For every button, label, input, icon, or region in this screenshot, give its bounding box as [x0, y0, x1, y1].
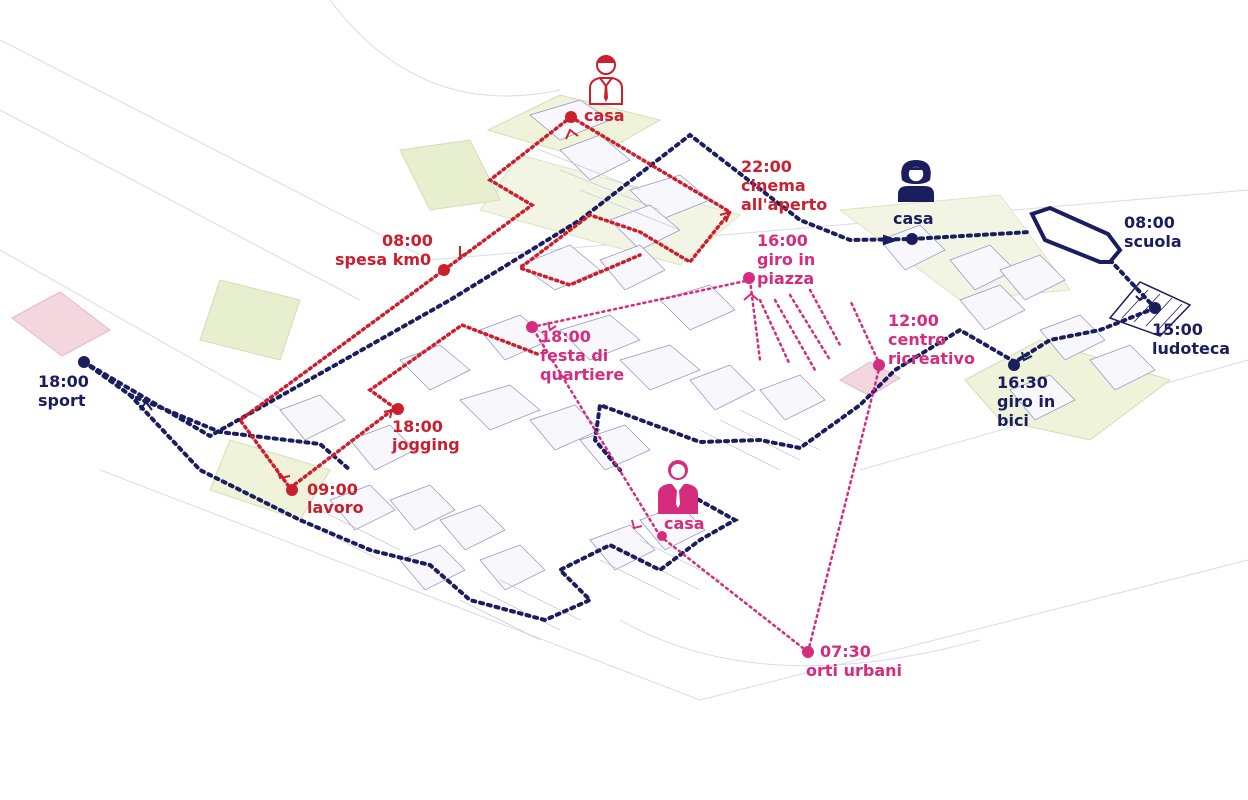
pink-1800-line3: quartiere [540, 365, 625, 384]
navy-stop-dots [78, 233, 1161, 371]
navy-routes [82, 132, 1157, 623]
ludoteca-hatch [1121, 289, 1183, 331]
navy-casa-label: casa [893, 209, 934, 228]
pink-1600-time: 16:00 [757, 231, 808, 250]
pink-stop-dots [526, 272, 885, 658]
red-dot-spesa [438, 264, 450, 276]
navy-1500-time: 15:00 [1152, 320, 1203, 339]
pink-casa-label: casa [664, 514, 705, 533]
red-dot-lavoro [286, 484, 298, 496]
navy-1630-line3: bici [997, 411, 1029, 430]
red-0900-time: 09:00 [307, 480, 358, 499]
man-with-tie-icon [658, 460, 698, 514]
navy-dot-casa [906, 233, 918, 245]
navy-1500-place: ludoteca [1152, 339, 1231, 358]
pink-1800-line2: festa di [540, 346, 609, 365]
pink-1600-line3: piazza [757, 269, 815, 288]
pink-1200-line3: ricreativo [888, 349, 975, 368]
woman-icon [898, 160, 934, 202]
pink-1600-line2: giro in [757, 250, 816, 269]
red-2200-line3: all'aperto [741, 195, 828, 214]
pink-dot-casa [657, 531, 667, 541]
pink-routes [530, 278, 882, 654]
red-2200-time: 22:00 [741, 157, 792, 176]
red-0800-time: 08:00 [382, 231, 433, 250]
navy-1630-time: 16:30 [997, 373, 1048, 392]
pink-0730-time: 07:30 [820, 642, 871, 661]
red-0800-place: spesa km0 [335, 250, 432, 269]
red-1800-place: jogging [392, 435, 460, 454]
pink-1200-line2: centro [888, 330, 947, 349]
man-with-tie-icon [589, 55, 623, 105]
pink-1800-time: 18:00 [540, 327, 591, 346]
pink-dot-centro [873, 359, 885, 371]
navy-1800-time: 18:00 [38, 372, 89, 391]
pink-dot-piazza [743, 272, 755, 284]
red-casa-label: casa [584, 106, 625, 125]
direction-ticks [139, 128, 1147, 530]
school-area [1029, 205, 1123, 264]
pink-dot-festa [526, 321, 538, 333]
ludoteca-area [1108, 281, 1192, 337]
red-routes [237, 115, 733, 490]
navy-0800-time: 08:00 [1124, 213, 1175, 232]
red-dot-casa [565, 111, 577, 123]
red-1800-time: 18:00 [392, 417, 443, 436]
red-2200-line2: cinema [741, 176, 806, 195]
navy-dot-sport [78, 356, 90, 368]
navy-1800-place: sport [38, 391, 86, 410]
navy-0800-place: scuola [1124, 232, 1182, 251]
red-0900-place: lavoro [307, 498, 364, 517]
red-stop-dots [286, 111, 577, 496]
green-areas [11, 94, 1172, 521]
navy-dot-ludoteca [1149, 302, 1161, 314]
red-dot-jogging [392, 403, 404, 415]
navy-1630-line2: giro in [997, 392, 1056, 411]
pink-1200-time: 12:00 [888, 311, 939, 330]
pink-dot-orti [802, 646, 814, 658]
building-blocks [279, 99, 1156, 591]
navy-dot-giro-bici [1008, 359, 1020, 371]
pink-0730-place: orti urbani [806, 661, 902, 680]
